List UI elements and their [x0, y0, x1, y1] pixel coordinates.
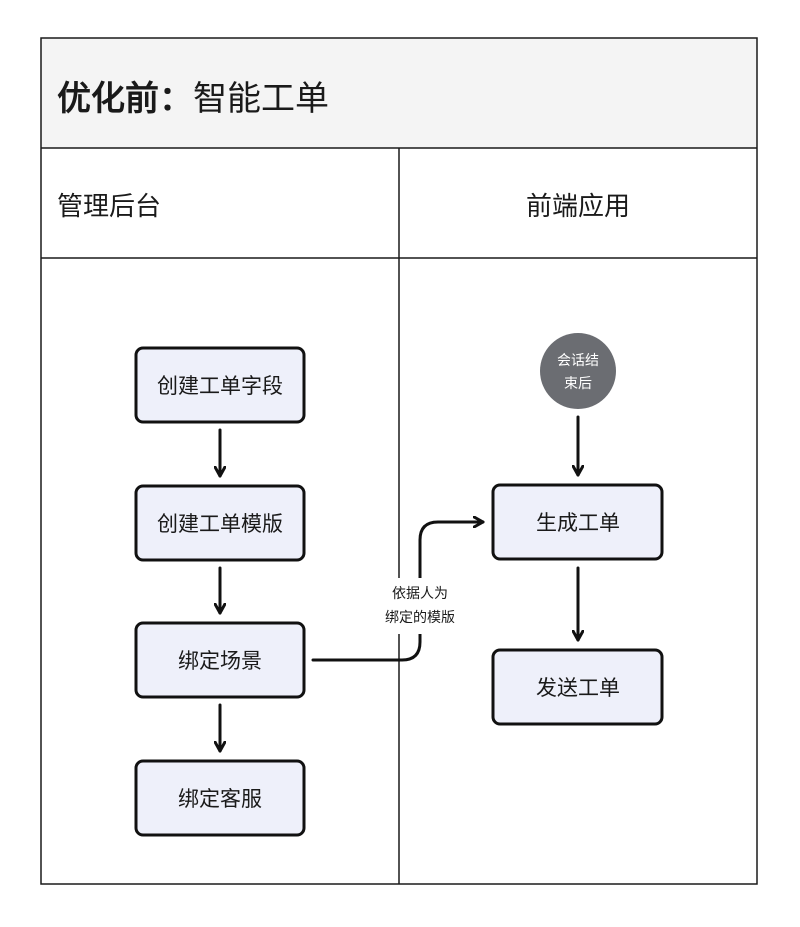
node-label: 发送工单	[536, 676, 620, 700]
node-bind-agent: 绑定客服	[134, 759, 306, 837]
edge-label-background	[372, 578, 469, 634]
edge-label-line1: 依据人为	[392, 586, 448, 602]
edge-label-line2: 绑定的模版	[385, 610, 455, 626]
start-event-session-end: 会话结 束后	[540, 333, 616, 409]
title-header	[41, 38, 757, 148]
page-title: 优化前：智能工单	[57, 79, 329, 119]
node-label: 创建工单字段	[157, 374, 283, 398]
node-generate-ticket: 生成工单	[491, 483, 664, 561]
lane-label-admin: 管理后台	[57, 192, 161, 222]
start-label-line2: 束后	[564, 376, 592, 392]
lane-label-frontend: 前端应用	[526, 192, 630, 222]
node-create-fields: 创建工单字段	[134, 346, 306, 424]
title-normal-part: 智能工单	[193, 79, 329, 119]
node-create-template: 创建工单模版	[134, 484, 306, 562]
node-label: 绑定场景	[178, 649, 262, 673]
title-bold-part: 优化前：	[57, 79, 193, 119]
node-bind-scene: 绑定场景	[134, 621, 306, 699]
node-label: 创建工单模版	[157, 512, 283, 536]
node-label: 绑定客服	[178, 787, 262, 811]
node-label: 生成工单	[536, 511, 620, 535]
node-send-ticket: 发送工单	[491, 648, 664, 726]
start-label-line1: 会话结	[557, 353, 599, 369]
